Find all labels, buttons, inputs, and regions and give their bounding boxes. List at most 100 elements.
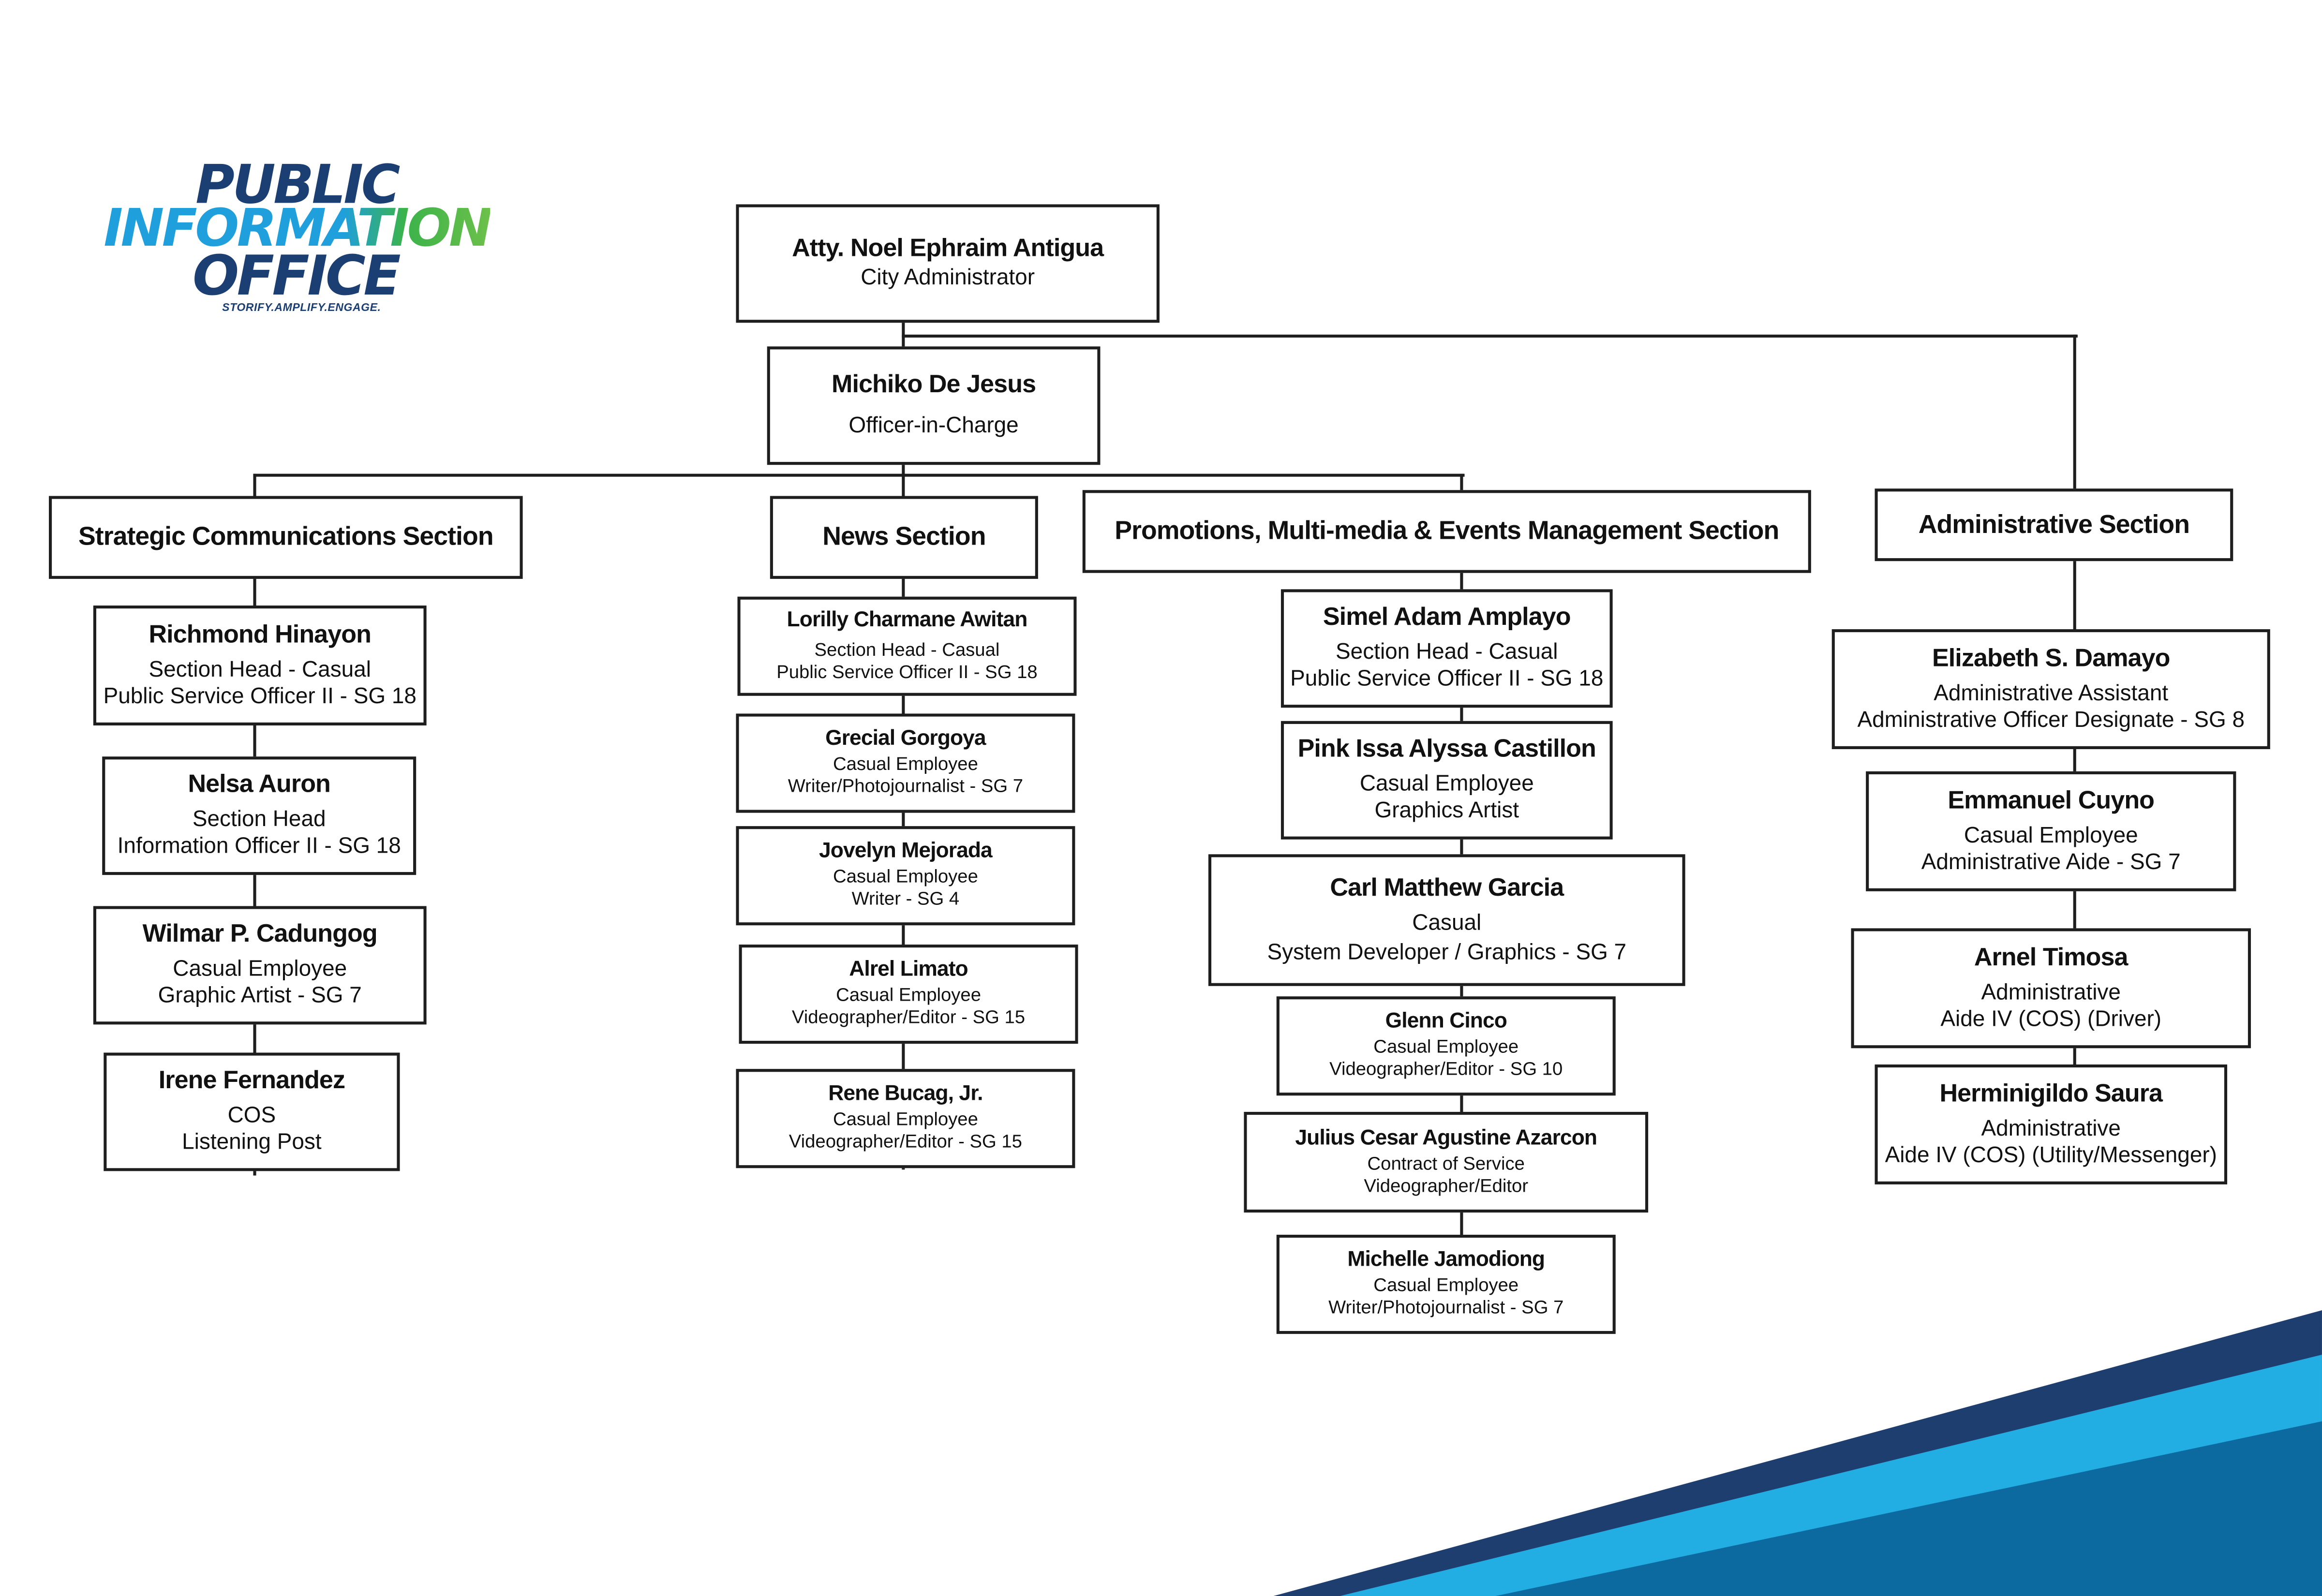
person-position: Aide IV (COS) (Driver) xyxy=(1940,1006,2162,1032)
staff-box: Nelsa Auron Section Head Information Off… xyxy=(102,756,417,875)
staff-box: Grecial Gorgoya Casual Employee Writer/P… xyxy=(736,713,1075,813)
person-role: Casual Employee xyxy=(1964,822,2138,848)
connector xyxy=(253,473,1465,477)
person-name: Michelle Jamodiong xyxy=(1347,1248,1545,1272)
staff-box: Jovelyn Mejorada Casual Employee Writer … xyxy=(736,826,1075,926)
person-role: Casual Employee xyxy=(833,754,978,775)
section-title: Promotions, Multi-media & Events Managem… xyxy=(1115,516,1779,546)
person-name: Rene Bucag, Jr. xyxy=(828,1082,983,1107)
staff-box: Arnel Timosa Administrative Aide IV (COS… xyxy=(1851,928,2251,1049)
person-name: Irene Fernandez xyxy=(158,1066,345,1095)
person-role: Casual Employee xyxy=(1373,1036,1519,1057)
staff-box: Julius Cesar Agustine Azarcon Contract o… xyxy=(1244,1111,1649,1213)
person-name: Julius Cesar Agustine Azarcon xyxy=(1295,1126,1597,1151)
person-position: Administrative Aide - SG 7 xyxy=(1921,849,2181,875)
staff-box: Glenn Cinco Casual Employee Videographer… xyxy=(1276,996,1616,1096)
connector xyxy=(902,463,905,498)
staff-box: Herminigildo Saura Administrative Aide I… xyxy=(1875,1064,2228,1184)
section-header-news: News Section xyxy=(770,496,1038,579)
person-role: Section Head xyxy=(192,807,326,832)
person-position: Listening Post xyxy=(182,1130,322,1155)
staff-box: Lorilly Charmane Awitan Section Head - C… xyxy=(737,596,1077,696)
person-role: Section Head - Casual xyxy=(814,639,1000,660)
person-name: Richmond Hinayon xyxy=(149,620,372,649)
staff-box: Richmond Hinayon Section Head - Casual P… xyxy=(93,606,427,725)
person-role: Casual Employee xyxy=(173,956,347,982)
pio-logo: PUBLIC INFORMATION OFFICE STORIFY.AMPLIF… xyxy=(104,155,533,318)
logo-line-public: PUBLIC xyxy=(195,155,400,216)
section-header-promotions: Promotions, Multi-media & Events Managem… xyxy=(1082,490,1811,573)
staff-box: Michelle Jamodiong Casual Employee Write… xyxy=(1276,1235,1616,1334)
person-name: Alrel Limato xyxy=(849,958,968,982)
person-position: Writer/Photojournalist - SG 7 xyxy=(788,776,1024,797)
person-position: Graphics Artist xyxy=(1374,798,1519,824)
person-name: Elizabeth S. Damayo xyxy=(1932,644,2170,672)
person-name: Michiko De Jesus xyxy=(832,370,1036,399)
section-header-administrative: Administrative Section xyxy=(1875,488,2233,562)
person-position: Videographer/Editor - SG 15 xyxy=(789,1131,1022,1153)
person-position: System Developer / Graphics - SG 7 xyxy=(1267,940,1627,965)
person-role: Administrative xyxy=(1981,1115,2121,1141)
person-role: Casual xyxy=(1412,910,1482,935)
person-role: Contract of Service xyxy=(1367,1153,1525,1174)
person-title: City Administrator xyxy=(861,265,1035,291)
connector xyxy=(902,334,2078,338)
person-name: Arnel Timosa xyxy=(1974,943,2128,971)
person-name: Jovelyn Mejorada xyxy=(819,840,993,864)
person-name: Carl Matthew Garcia xyxy=(1330,873,1564,901)
person-name: Emmanuel Cuyno xyxy=(1948,785,2155,814)
section-title: Strategic Communications Section xyxy=(78,521,494,551)
logo-line-information: INFORMATION xyxy=(104,200,492,259)
staff-box: Simel Adam Amplayo Section Head - Casual… xyxy=(1280,589,1613,708)
person-role: Casual Employee xyxy=(1373,1274,1519,1296)
person-position: Public Service Officer II - SG 18 xyxy=(103,683,417,709)
person-role: COS xyxy=(227,1103,276,1128)
staff-box: Alrel Limato Casual Employee Videographe… xyxy=(739,945,1078,1044)
person-position: Writer/Photojournalist - SG 7 xyxy=(1328,1297,1564,1318)
staff-box: Emmanuel Cuyno Casual Employee Administr… xyxy=(1866,771,2236,891)
city-administrator-box: Atty. Noel Ephraim Antigua City Administ… xyxy=(736,204,1160,323)
person-position: Public Service Officer II - SG 18 xyxy=(1290,666,1604,692)
staff-box: Wilmar P. Cadungog Casual Employee Graph… xyxy=(93,906,427,1025)
staff-box: Rene Bucag, Jr. Casual Employee Videogra… xyxy=(736,1069,1075,1168)
person-name: Wilmar P. Cadungog xyxy=(142,920,378,948)
person-position: Videographer/Editor - SG 15 xyxy=(791,1007,1026,1028)
connector xyxy=(1460,473,1463,492)
officer-in-charge-box: Michiko De Jesus Officer-in-Charge xyxy=(767,346,1101,465)
person-role: Casual Employee xyxy=(836,984,981,1005)
connector xyxy=(2073,334,2076,490)
person-role: Casual Employee xyxy=(833,1109,978,1130)
staff-box: Carl Matthew Garcia Casual System Develo… xyxy=(1208,854,1685,986)
person-role: Casual Employee xyxy=(833,866,978,887)
person-position: Videographer/Editor xyxy=(1364,1175,1529,1196)
person-name: Pink Issa Alyssa Castillon xyxy=(1297,735,1596,763)
person-position: Writer - SG 4 xyxy=(851,888,960,910)
person-name: Nelsa Auron xyxy=(188,770,330,798)
person-title: Officer-in-Charge xyxy=(848,413,1019,439)
person-position: Public Service Officer II - SG 18 xyxy=(776,661,1038,682)
section-title: Administrative Section xyxy=(1918,509,2190,539)
staff-box: Irene Fernandez COS Listening Post xyxy=(104,1052,400,1171)
person-name: Atty. Noel Ephraim Antigua xyxy=(792,235,1104,263)
person-name: Grecial Gorgoya xyxy=(825,727,986,752)
person-name: Herminigildo Saura xyxy=(1939,1079,2163,1108)
section-title: News Section xyxy=(822,521,986,551)
staff-box: Pink Issa Alyssa Castillon Casual Employ… xyxy=(1280,721,1613,840)
person-role: Casual Employee xyxy=(1359,771,1534,797)
connector xyxy=(253,577,256,1176)
person-name: Lorilly Charmane Awitan xyxy=(787,608,1028,632)
logo-line-office: OFFICE xyxy=(192,244,401,308)
section-header-strategic: Strategic Communications Section xyxy=(49,496,523,579)
person-name: Glenn Cinco xyxy=(1385,1010,1507,1034)
person-role: Section Head - Casual xyxy=(1336,639,1558,665)
person-position: Aide IV (COS) (Utility/Messenger) xyxy=(1885,1142,2217,1168)
person-position: Administrative Officer Designate - SG 8 xyxy=(1857,707,2245,733)
person-position: Information Officer II - SG 18 xyxy=(117,834,401,859)
person-role: Administrative xyxy=(1981,979,2121,1005)
connector xyxy=(253,473,256,498)
person-name: Simel Adam Amplayo xyxy=(1323,603,1571,632)
staff-box: Elizabeth S. Damayo Administrative Assis… xyxy=(1831,629,2270,749)
logo-tagline: STORIFY.AMPLIFY.ENGAGE. xyxy=(222,300,381,314)
